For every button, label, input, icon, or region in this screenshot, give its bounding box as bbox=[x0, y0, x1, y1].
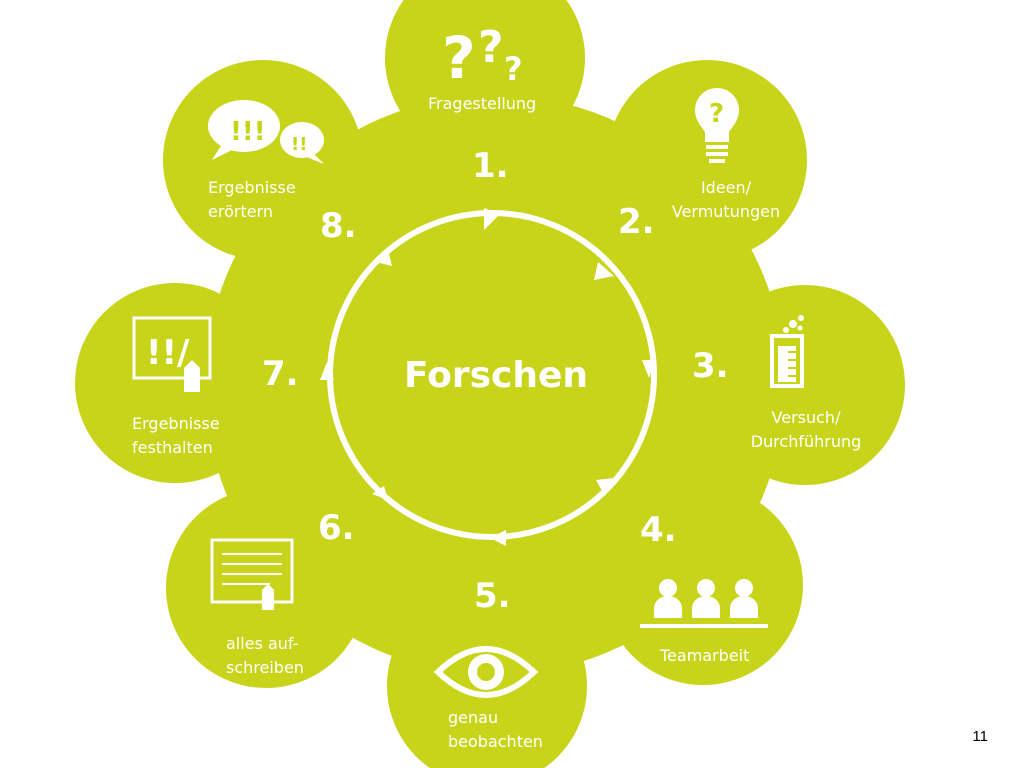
svg-text:?: ? bbox=[442, 24, 476, 92]
arrow-6 bbox=[372, 486, 388, 500]
step-number-6: 6. bbox=[318, 508, 355, 548]
step-label-5: genau beobachten bbox=[448, 708, 543, 751]
eye-icon bbox=[433, 646, 539, 698]
team-icon bbox=[640, 579, 768, 628]
step-number-5: 5. bbox=[474, 576, 511, 616]
arrow-2 bbox=[594, 262, 614, 280]
arrow-1 bbox=[484, 208, 500, 230]
arrow-8 bbox=[376, 250, 392, 266]
svg-text:?: ? bbox=[504, 50, 523, 88]
svg-text:?: ? bbox=[478, 22, 504, 73]
step-number-4: 4. bbox=[640, 510, 677, 550]
step-label-3: Versuch/ Durchführung bbox=[750, 408, 862, 451]
board-exclamation-icon: !!/ bbox=[132, 316, 212, 392]
center-label: Forschen bbox=[403, 355, 589, 396]
svg-text:!!: !! bbox=[291, 134, 307, 155]
svg-text:?: ? bbox=[709, 99, 724, 129]
svg-text:!!/: !!/ bbox=[146, 333, 190, 373]
arrow-7 bbox=[320, 362, 334, 380]
step-number-2: 2. bbox=[618, 202, 655, 242]
lightbulb-question-icon: ? bbox=[695, 88, 739, 163]
page-number: 11 bbox=[972, 728, 988, 745]
step-label-2: Ideen/ Vermutungen bbox=[671, 178, 781, 221]
arrow-5 bbox=[490, 530, 506, 546]
svg-text:!!!: !!! bbox=[230, 117, 266, 147]
arrow-3 bbox=[642, 360, 656, 378]
step-label-6: alles auf- schreiben bbox=[226, 634, 304, 677]
writing-notes-icon bbox=[210, 538, 294, 610]
step-label-1: Fragestellung bbox=[428, 94, 537, 113]
step-number-3: 3. bbox=[692, 346, 729, 386]
arrow-4 bbox=[596, 478, 614, 496]
speech-bubbles-icon: !!! !! bbox=[208, 100, 324, 164]
step-number-8: 8. bbox=[320, 206, 357, 246]
step-label-7: Ergebnisse festhalten bbox=[132, 414, 220, 457]
beaker-icon bbox=[770, 315, 804, 388]
step-label-8: Ergebnisse erörtern bbox=[208, 178, 296, 221]
step-number-1: 1. bbox=[472, 146, 509, 186]
step-label-4: Teamarbeit bbox=[660, 646, 750, 665]
question-marks-icon: ? ? ? bbox=[442, 22, 523, 92]
step-number-7: 7. bbox=[262, 354, 299, 394]
cycle-arrows bbox=[320, 208, 656, 546]
